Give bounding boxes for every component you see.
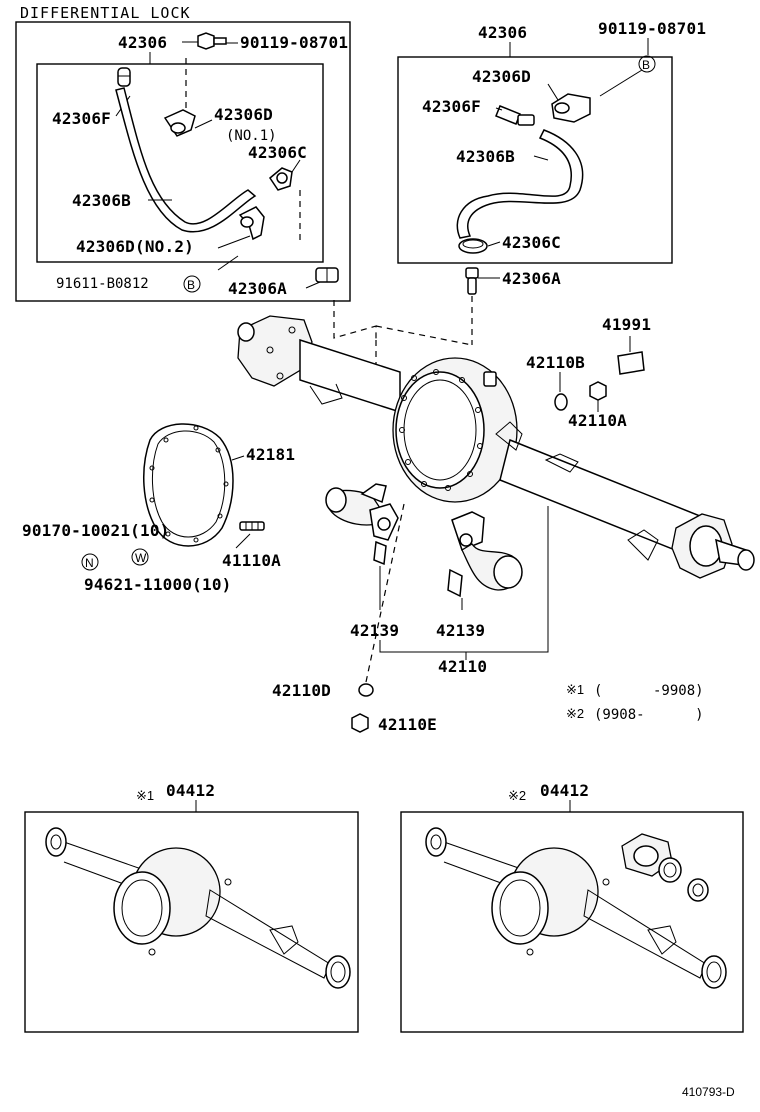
frame-differential-lock bbox=[15, 21, 351, 302]
union-42306A-right bbox=[465, 267, 479, 295]
label-42306C-left: 42306C bbox=[248, 143, 307, 162]
label-42306F-right: 42306F bbox=[422, 97, 481, 116]
label-42139-b: 42139 bbox=[436, 621, 485, 640]
label-42110: 42110 bbox=[438, 657, 487, 676]
label-94621: 94621-11000(10) bbox=[84, 575, 232, 594]
svg-text:W: W bbox=[135, 551, 147, 565]
stud-41110A bbox=[239, 521, 265, 531]
shift-assembly-42139-left bbox=[325, 483, 399, 566]
fitting-42306F-left bbox=[117, 67, 131, 87]
nut-42110E bbox=[351, 713, 369, 733]
plate-41991 bbox=[617, 336, 645, 375]
svg-text:N: N bbox=[85, 556, 94, 570]
marker-b-left: B bbox=[183, 275, 201, 293]
svg-text:B: B bbox=[187, 278, 195, 292]
label-42110E: 42110E bbox=[378, 715, 437, 734]
marker-b-right: B bbox=[638, 55, 656, 73]
reference-code: 410793-D bbox=[682, 1085, 735, 1099]
label-42181: 42181 bbox=[246, 445, 295, 464]
fitting-42306F-right bbox=[495, 105, 535, 126]
label-04412-a: 04412 bbox=[166, 781, 215, 800]
frame-42306-right bbox=[397, 56, 673, 264]
label-42110A: 42110A bbox=[568, 411, 627, 430]
bracket-42306D-no1 bbox=[163, 109, 196, 137]
label-42306-left: 42306 bbox=[118, 33, 167, 52]
left-hose-group bbox=[115, 32, 339, 289]
label-90119-right: 90119-08701 bbox=[598, 19, 706, 38]
note-2: (9908- ) bbox=[594, 707, 704, 723]
marker-n: N bbox=[81, 553, 99, 571]
label-41991: 41991 bbox=[602, 315, 651, 334]
label-42306D-no2: 42306D(NO.2) bbox=[76, 237, 194, 256]
clip-42306C-right bbox=[458, 238, 488, 254]
leader-dash-housing bbox=[333, 300, 377, 340]
label-91611: 91611-B0812 bbox=[56, 276, 149, 292]
bracket-42306D-right bbox=[551, 93, 591, 123]
label-42306A-left: 42306A bbox=[228, 279, 287, 298]
axle-housing bbox=[237, 315, 755, 579]
kit2-mark: ※2 bbox=[508, 788, 526, 803]
frame-kit-2 bbox=[400, 811, 744, 1033]
bolt-90119-left bbox=[197, 32, 227, 50]
label-90170: 90170-10021(10) bbox=[22, 521, 170, 540]
gasket-42181 bbox=[143, 423, 234, 547]
washer-42110B bbox=[554, 393, 568, 411]
note-mark-2: ※2 bbox=[566, 706, 584, 721]
kit1-mark: ※1 bbox=[136, 788, 154, 803]
nut-42110A bbox=[589, 381, 607, 401]
clip-42306C-left bbox=[269, 167, 293, 191]
label-90119-left: 90119-08701 bbox=[240, 33, 348, 52]
bracket-42110 bbox=[379, 506, 549, 653]
label-42306F-left: 42306F bbox=[52, 109, 111, 128]
hose-42306B-right bbox=[456, 129, 584, 239]
washer-42110D bbox=[358, 683, 374, 697]
label-42306D-left: 42306D bbox=[214, 105, 273, 124]
label-42306D-right: 42306D bbox=[472, 67, 531, 86]
frame-kit-1 bbox=[24, 811, 359, 1033]
label-42306B-left: 42306B bbox=[72, 191, 131, 210]
label-42110B: 42110B bbox=[526, 353, 585, 372]
label-42306B-right: 42306B bbox=[456, 147, 515, 166]
label-42306-right: 42306 bbox=[478, 23, 527, 42]
bracket-42306D-no2 bbox=[238, 206, 265, 241]
union-42306A-left bbox=[315, 267, 339, 283]
marker-w: W bbox=[131, 548, 149, 566]
section-title: DIFFERENTIAL LOCK bbox=[20, 4, 191, 22]
label-no1: (NO.1) bbox=[226, 128, 277, 144]
label-04412-b: 04412 bbox=[540, 781, 589, 800]
kit1-housing bbox=[45, 827, 351, 989]
label-41110A: 41110A bbox=[222, 551, 281, 570]
right-hose-group bbox=[456, 38, 649, 345]
note-1: ( -9908) bbox=[594, 683, 704, 699]
label-42306A-right: 42306A bbox=[502, 269, 561, 288]
shift-assembly-42139-right bbox=[447, 511, 523, 598]
label-42110D: 42110D bbox=[272, 681, 331, 700]
label-42139-a: 42139 bbox=[350, 621, 399, 640]
label-42306C-right: 42306C bbox=[502, 233, 561, 252]
kit2-housing bbox=[425, 827, 727, 989]
note-mark-1: ※1 bbox=[566, 682, 584, 697]
svg-text:B: B bbox=[642, 58, 650, 72]
hose-42306B-left bbox=[115, 87, 257, 233]
